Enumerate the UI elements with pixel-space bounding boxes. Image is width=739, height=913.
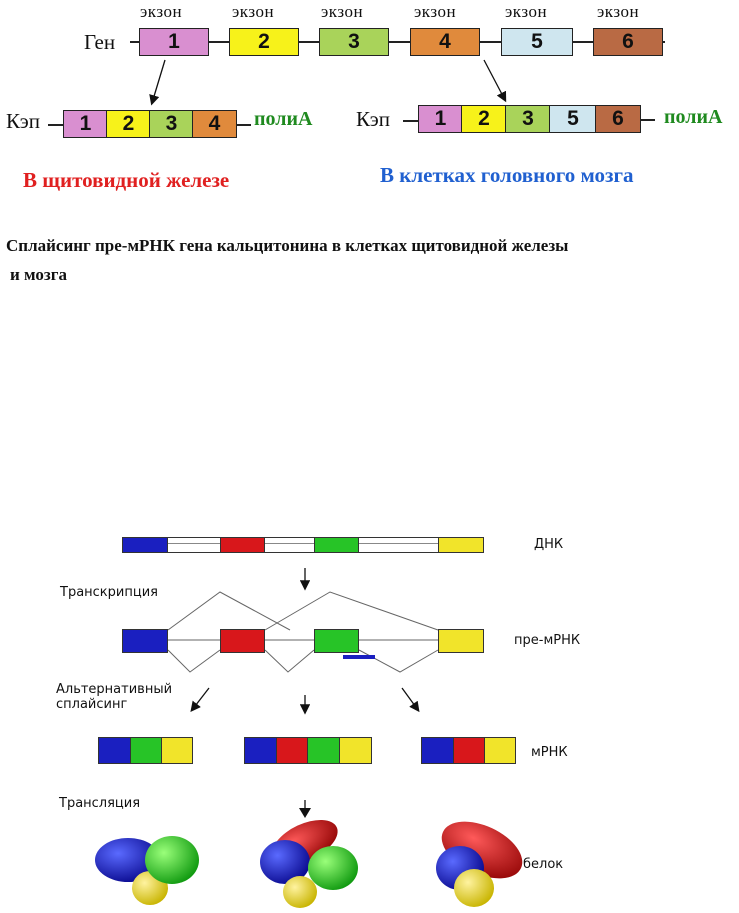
mrna1-blue (98, 737, 131, 764)
thyroid-label: В щитовидной железе (23, 168, 230, 192)
dna-blue-exon (122, 537, 168, 553)
exon-word-6: экзон (597, 2, 640, 21)
exon-word-4: экзон (414, 2, 457, 21)
gene-exon-1: 1 (139, 28, 209, 56)
polya-line-thyroid (237, 124, 251, 126)
mrna2-blue (244, 737, 277, 764)
alt-splicing-line-1: Альтернативный (56, 682, 173, 697)
premrna-label: пре-мРНК (514, 633, 581, 648)
thyroid-exon-2: 2 (106, 110, 151, 138)
brain-exon-1: 1 (418, 105, 463, 133)
mrna1-green (130, 737, 162, 764)
mrna3-yellow (484, 737, 516, 764)
brain-exon-3: 3 (505, 105, 551, 133)
protein-1 (95, 836, 199, 905)
alt-splicing-line-2: сплайсинг (56, 697, 128, 712)
transcription-label: Транскрипция (60, 585, 158, 600)
protein-2 (260, 819, 358, 908)
mrna2-green (307, 737, 340, 764)
arrow-to-thyroid (149, 59, 166, 106)
caption-line-1: Сплайсинг пре-мРНК гена кальцитонина в к… (6, 236, 569, 255)
arrow-to-brain (483, 59, 507, 103)
brain-exon-6: 6 (595, 105, 641, 133)
exon-word-2: экзон (232, 2, 275, 21)
gene-label: Ген (84, 30, 116, 54)
cap-line-thyroid (48, 124, 64, 126)
polya-label-thyroid: полиА (254, 108, 313, 130)
cap-label-thyroid: Кэп (6, 109, 40, 133)
gene-backbone (130, 41, 665, 43)
brain-exon-5: 5 (549, 105, 597, 133)
exon-word-1: экзон (140, 2, 183, 21)
gene-exon-4: 4 (410, 28, 480, 56)
splicing-lines (167, 568, 439, 715)
premrna-red-exon (220, 629, 265, 653)
gene-exon-6: 6 (593, 28, 663, 56)
premrna-green-exon (314, 629, 359, 653)
premrna-blue-mark (343, 655, 375, 659)
protein-3 (436, 821, 523, 907)
top-arrows (149, 59, 507, 106)
thyroid-exon-1: 1 (63, 110, 108, 138)
exon-word-3: экзон (321, 2, 364, 21)
thyroid-exon-3: 3 (149, 110, 194, 138)
mrna3-red (453, 737, 485, 764)
translation-label: Трансляция (59, 796, 141, 811)
mrna2-red (276, 737, 308, 764)
proteins (95, 800, 523, 908)
exon-word-5: экзон (505, 2, 548, 21)
dna-green-exon (314, 537, 359, 553)
protein-label: белок (523, 857, 564, 872)
mrna-label: мРНК (531, 745, 568, 760)
brain-exon-2: 2 (461, 105, 507, 133)
premrna-blue-exon (122, 629, 168, 653)
dna-midline (122, 543, 484, 544)
mrna2-yellow (339, 737, 372, 764)
gene-exon-3: 3 (319, 28, 389, 56)
premrna-yellow-exon (438, 629, 484, 653)
arrow-mrna-3 (401, 687, 420, 713)
cap-line-brain (403, 120, 419, 122)
arrow-mrna-1 (190, 687, 210, 713)
polya-label-brain: полиА (664, 106, 723, 128)
caption-line-2: и мозга (10, 265, 67, 284)
mrna3-blue (421, 737, 454, 764)
brain-label: В клетках головного мозга (380, 163, 634, 187)
dna-red-exon (220, 537, 265, 553)
dna-yellow-exon (438, 537, 484, 553)
polya-line-brain (641, 119, 655, 121)
gene-exon-5: 5 (501, 28, 573, 56)
cap-label-brain: Кэп (356, 107, 390, 131)
mrna1-yellow (161, 737, 193, 764)
gene-exon-2: 2 (229, 28, 299, 56)
dna-label: ДНК (534, 537, 564, 552)
thyroid-exon-4: 4 (192, 110, 237, 138)
